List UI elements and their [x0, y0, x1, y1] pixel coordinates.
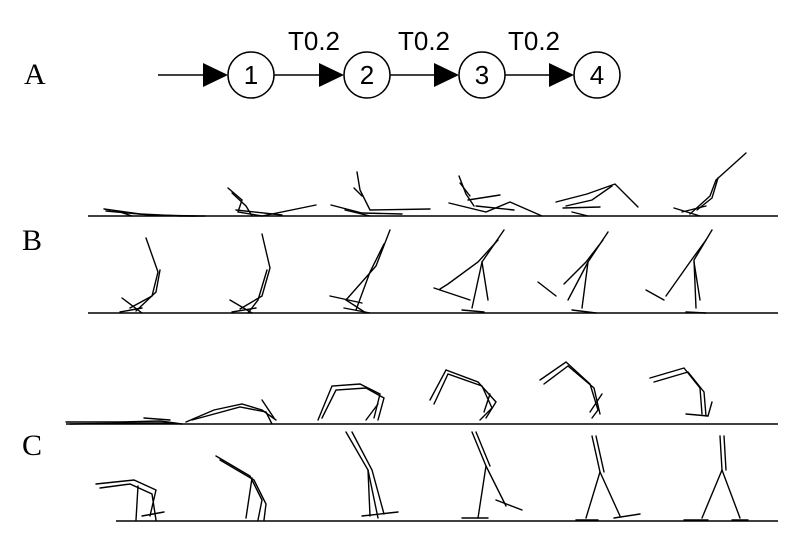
- stick-figure-b1-3: [330, 171, 431, 217]
- state-label-4: 4: [590, 60, 604, 90]
- stick-figure-c1-6: [649, 367, 713, 417]
- transition-arrow-head-1: [319, 63, 344, 87]
- state-label-3: 3: [475, 60, 489, 90]
- stick-figure-b2-6: [645, 229, 713, 314]
- stick-figure-b2-3: [329, 229, 391, 314]
- state-node-4: [573, 51, 621, 99]
- stick-figure-b2-1: [119, 237, 161, 314]
- stick-figure-c1-5: [539, 361, 603, 419]
- transition-label-2: T0.2: [398, 26, 450, 56]
- stick-figure-b2-2: [229, 233, 271, 314]
- stick-figure-b2-5: [537, 231, 609, 314]
- state-label-2: 2: [360, 60, 374, 90]
- stick-figure-c2-4: [461, 431, 523, 519]
- stick-figure-c2-2: [215, 455, 267, 521]
- stick-figure-c1-1: [65, 417, 183, 425]
- stick-figure-c2-5: [575, 435, 641, 521]
- stick-figure-b1-5: [555, 183, 639, 217]
- panel-b-row-2: [88, 229, 778, 314]
- entry-arrow-head: [203, 63, 228, 87]
- stick-figure-b1-4: [448, 175, 543, 217]
- stick-figure-c2-6: [683, 435, 749, 521]
- transition-arrow-head-2: [434, 63, 459, 87]
- transition-label-3: T0.2: [508, 26, 560, 56]
- stick-figure-b2-4: [433, 229, 505, 313]
- panel-b-row-1: [88, 152, 778, 217]
- panel-label-a: A: [24, 58, 46, 91]
- stick-figure-b1-2: [227, 187, 317, 217]
- transition-label-1: T0.2: [288, 26, 340, 56]
- panel-label-b: B: [22, 224, 42, 257]
- stick-figure-c2-3: [345, 431, 399, 519]
- transition-arrow-head-3: [549, 63, 574, 87]
- stick-figure-b1-6: [673, 152, 747, 217]
- stick-figure-b1-1: [103, 208, 206, 217]
- state-label-1: 1: [244, 60, 258, 90]
- stick-figure-c1-3: [317, 383, 385, 421]
- stick-figure-c1-2: [185, 399, 277, 425]
- stick-figure-c2-1: [95, 479, 165, 521]
- state-machine: 1 T0.2 2 T0.2 3 T0.2 4: [158, 26, 621, 99]
- panel-label-c: C: [22, 429, 42, 462]
- stick-figure-c1-4: [429, 369, 497, 421]
- panel-c-row-2: [95, 431, 778, 522]
- panel-c-row-1: [65, 361, 778, 425]
